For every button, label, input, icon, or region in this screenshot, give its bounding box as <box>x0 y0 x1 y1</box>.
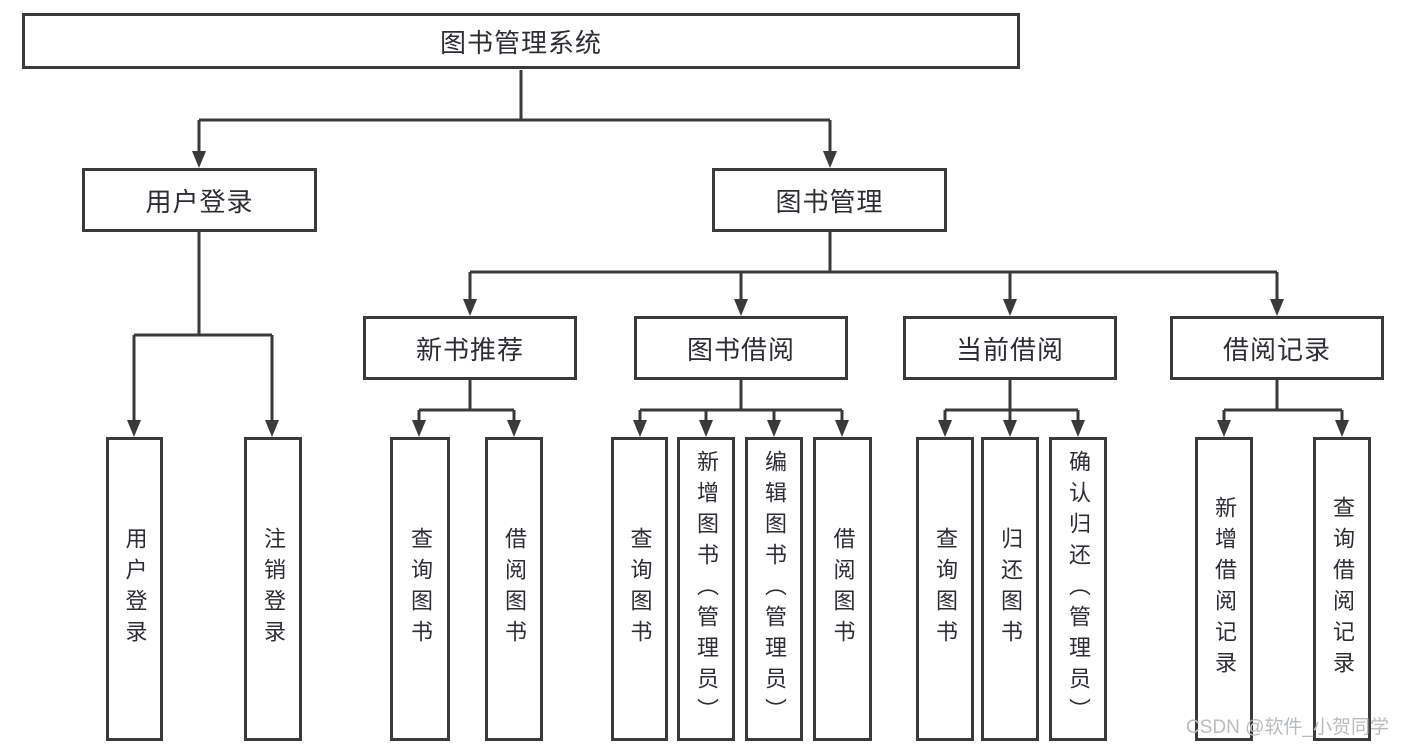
leaf-bb-edit-books-admin: 编辑图书（管理员） <box>745 437 803 741</box>
leaf-br-query-borrow-record-label: 查询借阅记录 <box>1330 496 1355 682</box>
node-book-management-label: 图书管理 <box>775 186 884 217</box>
leaf-nbr-borrow-books: 借阅图书 <box>485 437 543 741</box>
node-current-borrowing-label: 当前借阅 <box>955 334 1064 365</box>
leaf-bb-edit-books-admin-label: 编辑图书（管理员） <box>762 449 787 729</box>
leaf-user-login-label: 用户登录 <box>122 527 148 651</box>
leaf-bb-borrow-books: 借阅图书 <box>813 437 872 741</box>
node-user-login-label: 用户登录 <box>145 186 254 217</box>
connector-book-borrowing <box>638 380 844 423</box>
node-borrowing-records: 借阅记录 <box>1170 316 1384 380</box>
node-current-borrowing: 当前借阅 <box>903 316 1117 380</box>
node-book-borrowing-label: 图书借阅 <box>686 334 795 365</box>
node-root: 图书管理系统 <box>22 13 1020 69</box>
leaf-bb-add-books-admin-label: 新增图书（管理员） <box>694 449 719 729</box>
leaf-bb-query-books-label: 查询图书 <box>627 527 653 651</box>
leaf-user-login: 用户登录 <box>106 437 163 741</box>
leaf-cb-query-books: 查询图书 <box>916 437 974 741</box>
connector-new-book-recommend <box>417 380 516 423</box>
node-book-management: 图书管理 <box>712 168 947 232</box>
arrowheads <box>127 151 1349 437</box>
leaf-bb-add-books-admin: 新增图书（管理员） <box>677 437 735 741</box>
node-user-login: 用户登录 <box>82 168 317 232</box>
leaf-nbr-query-books-label: 查询图书 <box>408 527 433 651</box>
leaf-cb-return-books-label: 归还图书 <box>998 527 1023 651</box>
leaf-bb-query-books: 查询图书 <box>611 437 668 741</box>
leaf-cb-confirm-return-admin-label: 确认归还（管理员） <box>1066 449 1091 729</box>
connector-user-login <box>132 232 274 423</box>
connector-borrowing-records <box>1222 380 1344 423</box>
csdn-watermark: CSDN @软件_小贺同学 <box>1186 717 1389 738</box>
leaf-cb-confirm-return-admin: 确认归还（管理员） <box>1049 437 1107 741</box>
leaf-logout: 注销登录 <box>244 437 302 741</box>
node-root-label: 图书管理系统 <box>439 27 602 58</box>
node-book-borrowing: 图书借阅 <box>634 316 848 380</box>
connector-book-management <box>468 232 1279 302</box>
leaf-bb-borrow-books-label: 借阅图书 <box>830 527 856 651</box>
node-borrowing-records-label: 借阅记录 <box>1222 334 1331 365</box>
leaf-br-add-borrow-record: 新增借阅记录 <box>1195 437 1253 741</box>
leaf-br-add-borrow-record-label: 新增借阅记录 <box>1212 496 1237 682</box>
leaf-cb-return-books: 归还图书 <box>981 437 1039 741</box>
leaf-br-query-borrow-record: 查询借阅记录 <box>1313 437 1371 741</box>
connector-current-borrowing <box>943 380 1080 423</box>
leaf-nbr-query-books: 查询图书 <box>390 437 450 741</box>
connector-root <box>197 70 832 154</box>
leaf-nbr-borrow-books-label: 借阅图书 <box>502 527 527 651</box>
leaf-cb-query-books-label: 查询图书 <box>933 527 958 651</box>
node-new-book-recommend: 新书推荐 <box>363 316 577 380</box>
node-new-book-recommend-label: 新书推荐 <box>415 334 524 365</box>
leaf-logout-label: 注销登录 <box>261 527 286 651</box>
